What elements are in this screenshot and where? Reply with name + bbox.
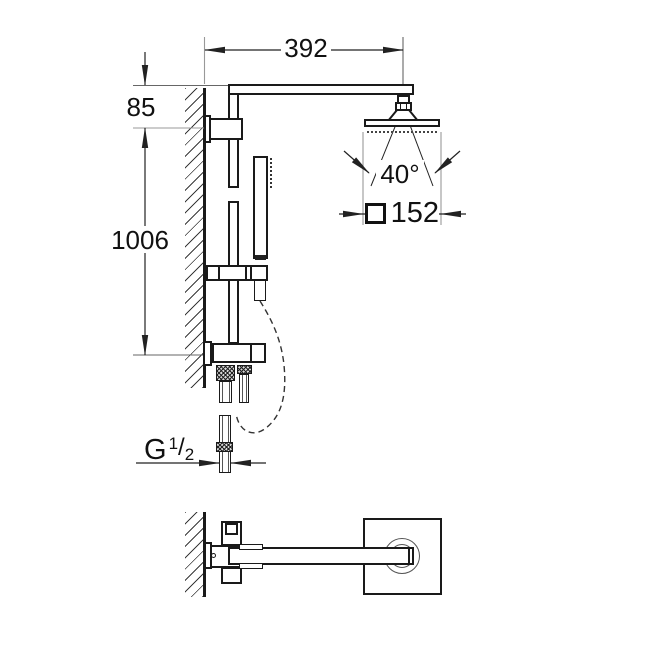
top-view-nut-bottom: [221, 567, 242, 584]
top-view-arm-end-line: [408, 549, 410, 563]
head-size-label: 152: [365, 198, 439, 228]
supply-pipe-upper: [219, 415, 231, 443]
spray-angle-arrow-right: [434, 150, 461, 174]
supply-connector-right-nut: [237, 365, 252, 374]
head-ball-joint-nut-lower: [395, 102, 412, 111]
dimension-rail-height: 1006: [110, 226, 170, 253]
square-symbol-icon: [365, 202, 386, 224]
top-view-shower-arm: [228, 547, 414, 565]
spray-angle-arrow-left: [343, 150, 370, 174]
dimension-head-drop-value: 85: [126, 91, 156, 122]
dimension-rail-height-value: 1006: [111, 224, 169, 255]
head-size-value: 152: [390, 196, 439, 229]
hand-shower-grip-band: [255, 255, 266, 260]
wall-face-line-front-view: [203, 88, 206, 388]
hand-shower: [253, 156, 268, 260]
top-wall-bracket-body: [209, 118, 243, 140]
spray-angle-label: 40°: [376, 160, 424, 187]
supply-pipe-lower: [219, 451, 231, 473]
thread-slash: /: [178, 434, 185, 461]
head-spray-face-dots: [367, 127, 437, 133]
dimension-head-drop: 85: [125, 93, 157, 120]
spray-angle-value: 40°: [380, 158, 420, 189]
thread-numerator: 1: [168, 434, 179, 453]
rail-slider-bracket: [206, 265, 268, 281]
supply-wall-bracket-flange: [203, 341, 212, 366]
wall-hatching-top-view: [185, 512, 203, 597]
supply-connector-right-tube: [239, 374, 249, 403]
top-view-clamp-tab-top: [239, 544, 263, 550]
top-view-screw: [211, 553, 216, 558]
wall-hatching-front-view: [185, 88, 203, 388]
thread-size-label: G 1 / 2: [144, 434, 195, 466]
shower-arm: [228, 84, 414, 95]
hand-shower-spray-dots: [267, 158, 272, 188]
supply-wall-bracket-body: [212, 343, 266, 363]
thread-denominator: 2: [184, 445, 195, 464]
thread-prefix: G: [144, 434, 167, 466]
supply-connector-left-nut: [216, 365, 235, 381]
dimension-arm-projection-value: 392: [284, 32, 328, 63]
rain-shower-head: [364, 119, 440, 127]
supply-connector-left-tube: [219, 381, 232, 403]
dimension-arm-projection: 392: [281, 34, 331, 61]
top-view-nut-top: [221, 521, 242, 546]
top-view-clamp-tab-bottom: [239, 563, 263, 569]
top-view-nut-top-inner: [225, 523, 238, 535]
hand-shower-outlet: [254, 280, 266, 301]
